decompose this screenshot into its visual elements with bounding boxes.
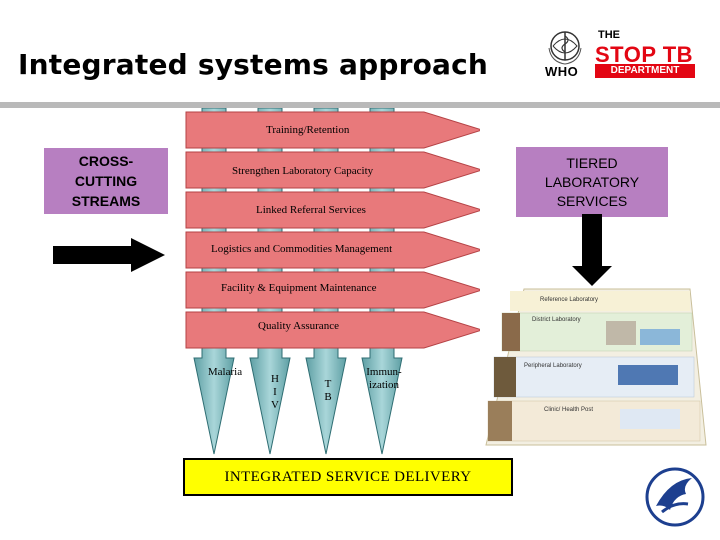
stream-arrows	[185, 111, 480, 349]
hhs-eagle-logo-icon	[645, 467, 705, 527]
program-label-malaria: Malaria	[207, 366, 243, 378]
tier-label-district: District Laboratory	[532, 317, 581, 323]
stream-label-logistics: Logistics and Commodities Management	[211, 243, 393, 255]
stop-tb-the: THE	[598, 29, 620, 41]
stop-tb-logo: THE STOP TB DEPARTMENT	[592, 26, 698, 80]
integrated-service-delivery-label: INTEGRATED SERVICE DELIVERY	[224, 468, 472, 485]
tier-label-reference: Reference Laboratory	[540, 297, 598, 303]
stream-label-quality: Quality Assurance	[258, 320, 339, 332]
tier-label-peripheral: Peripheral Laboratory	[524, 363, 582, 369]
down-arrow-icon	[572, 214, 612, 286]
program-label-tb: T B	[324, 378, 332, 403]
right-arrow-icon	[53, 238, 165, 272]
stop-tb-department: DEPARTMENT	[595, 64, 695, 78]
stream-arrow-training	[185, 111, 480, 149]
stream-label-maintenance: Facility & Equipment Maintenance	[221, 282, 377, 294]
tiered-laboratory-services-box: TIERED LABORATORY SERVICES	[516, 147, 668, 217]
tier-label-clinic: Clinic/ Health Post	[544, 407, 593, 413]
tier-reference-band	[510, 291, 690, 311]
stream-label-training: Training/Retention	[266, 124, 350, 136]
stop-tb-name: STOP TB	[595, 42, 694, 67]
title-divider	[0, 102, 720, 108]
integration-diagram	[185, 108, 480, 455]
stream-arrow-maintenance	[185, 271, 480, 309]
page-title: Integrated systems approach	[18, 48, 489, 81]
who-emblem-icon	[548, 31, 582, 65]
stream-arrow-quality	[185, 311, 480, 349]
integrated-service-delivery-box: INTEGRATED SERVICE DELIVERY	[183, 458, 513, 496]
cross-cutting-streams-box: CROSS- CUTTING STREAMS	[44, 148, 168, 214]
stream-label-referral: Linked Referral Services	[256, 204, 366, 216]
who-label: WHO	[545, 64, 579, 79]
stream-arrow-lab-capacity	[185, 151, 480, 189]
stream-label-lab-capacity: Strengthen Laboratory Capacity	[232, 165, 374, 177]
cross-cutting-streams-label: CROSS- CUTTING STREAMS	[71, 153, 141, 209]
program-label-immunization: Immun- ization	[366, 366, 402, 391]
tiered-laboratory-services-label: TIERED LABORATORY SERVICES	[544, 154, 640, 209]
lab-tier-pyramid: Reference Laboratory District Laboratory…	[485, 288, 707, 446]
program-label-hiv: H I V	[271, 373, 279, 411]
stream-arrow-referral	[185, 191, 480, 229]
stream-arrow-logistics	[185, 231, 480, 269]
